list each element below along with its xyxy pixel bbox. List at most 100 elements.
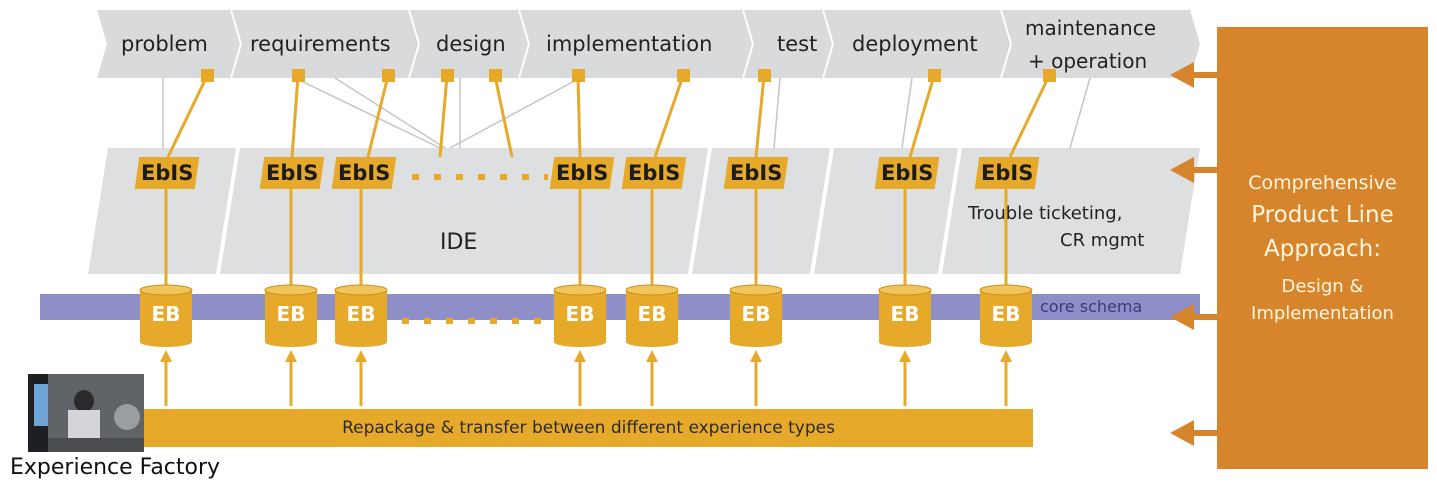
up-arrow [1000,350,1012,406]
eb-cylinder [334,284,388,347]
panel-line-comprehensive: Comprehensive [1248,172,1397,194]
eb-label: EB [346,302,376,326]
connector-square [677,69,690,82]
gold-connector [493,75,514,158]
gold-connector [908,75,936,158]
up-arrows [160,350,1012,406]
gray-connectors [162,77,1091,149]
dotted-connectors [402,174,550,324]
panel-line-implementation: Implementation [1251,303,1394,324]
phase-label-design: design [436,32,506,56]
panel-line-design: Design & [1281,276,1364,297]
core-schema-label: core schema [1040,297,1143,316]
eb-label: EB [741,302,771,326]
ebis-box: EbIS [974,157,1040,189]
phase-chevron-design [410,10,528,78]
up-arrow [160,350,172,406]
phase-label-deployment: deployment [852,32,978,56]
phase-chevrons [97,10,1200,78]
phase-connector-squares [201,69,1056,82]
left-arrows [1170,62,1217,446]
connector-square [382,69,395,82]
gold-connectors-top [166,75,1051,158]
phase-chevron-maintenance [1002,10,1200,78]
panel-line-approach: Approach: [1263,236,1382,262]
gold-connectors-mid [164,189,1008,290]
eb-cylinder [979,284,1033,347]
eb-label: EB [151,302,181,326]
phase-label-problem: problem [121,32,208,56]
connector-square [441,69,454,82]
gray-connector [901,77,913,149]
phase-label-requirements: requirements [250,32,391,56]
left-arrow [1170,157,1217,183]
eb-label: EB [565,302,595,326]
up-arrow [574,350,586,406]
eb-label: EB [890,302,920,326]
left-arrow [1170,420,1217,446]
connector-square [758,69,771,82]
repackage-label: Repackage & transfer between different e… [342,418,835,438]
gold-connector [754,75,766,158]
up-arrow [285,350,297,406]
phase-label-implementation: implementation [546,32,713,56]
up-arrow [750,350,762,406]
up-arrow [899,350,911,406]
left-arrow [1170,62,1217,88]
gold-connector [438,75,449,158]
gray-connector [773,77,781,149]
gray-connector [1069,77,1091,149]
eb-cylinder [878,284,932,347]
eb-cylinder [139,284,193,347]
gold-connector [653,75,685,158]
gold-connector [576,75,582,158]
connector-square [572,69,585,82]
repackage-bar [144,409,1033,447]
gold-connector [290,75,300,158]
gray-connector [334,77,446,149]
phase-chevron-requirements [232,10,418,78]
trouble-ticketing-label: Trouble ticketing, [968,203,1123,224]
phase-label-operation: + operation [1028,49,1148,73]
left-arrow [1170,304,1217,330]
eb-cylinder [264,284,318,347]
ebis-box: EbIS [874,157,940,189]
eb-cylinder [625,284,679,347]
eb-label: EB [637,302,667,326]
panel-line-product-line: Product Line [1251,202,1394,228]
phase-label-maintenance: maintenance [1025,16,1157,40]
phase-chevron-test [744,10,832,78]
eb-cylinder [553,284,607,347]
cr-mgmt-label: CR mgmt [1060,230,1145,251]
phase-chevron-problem [97,10,240,78]
eb-label: EB [991,302,1021,326]
eb-label: EB [276,302,306,326]
phase-chevron-implementation [520,10,752,78]
tool-segment-1 [88,148,236,274]
ebis-box: EbIS [331,157,397,189]
gray-connector [449,77,581,149]
ide-label: IDE [440,230,478,255]
ebis-box: EbIS [134,157,200,189]
up-arrow [646,350,658,406]
ebis-box: EbIS [259,157,325,189]
product-line-panel [1217,27,1428,469]
connector-square [489,69,502,82]
ebis-box: EbIS [723,157,789,189]
phase-label-test: test [777,32,818,56]
connector-square [201,69,214,82]
connector-square [1043,69,1056,82]
gold-connector [366,75,390,158]
eb-cylinder [729,284,783,347]
phase-chevron-deployment [824,10,1010,78]
gray-connector [294,77,441,149]
up-arrow [355,350,367,406]
ebis-box: EbIS [621,157,687,189]
connector-square [292,69,305,82]
gold-connector [1008,75,1051,158]
experience-factory-photo [28,374,144,452]
connector-square [928,69,941,82]
ebis-box: EbIS [549,157,615,189]
eb-cylinders [139,284,1033,347]
